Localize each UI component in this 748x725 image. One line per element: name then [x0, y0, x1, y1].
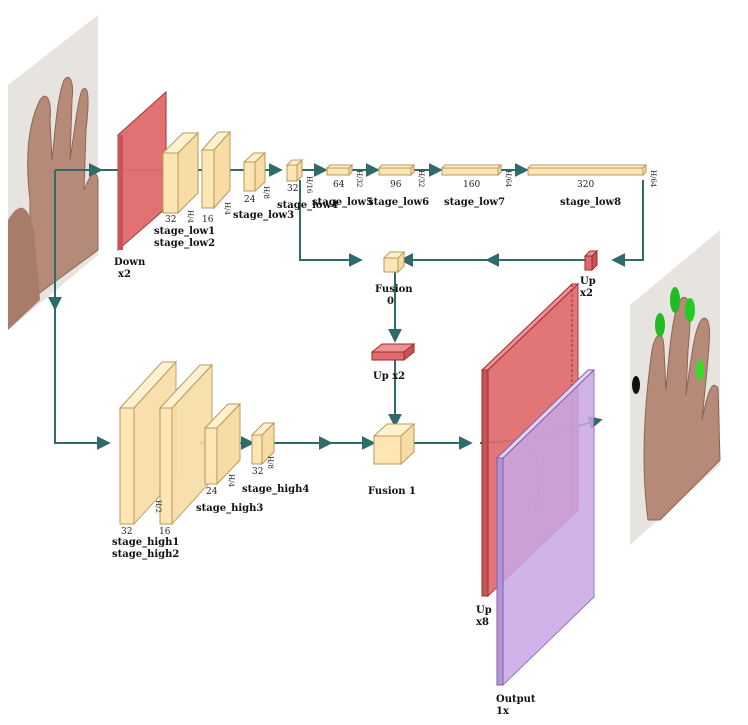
- label-stage-low3: stage_low3: [233, 210, 294, 221]
- label-stage-low8: stage_low8: [560, 197, 621, 208]
- dim-high4: 32: [252, 467, 263, 477]
- label-stage-low4: stage_low4: [277, 200, 338, 211]
- stage-low5-block: [325, 163, 354, 177]
- dim-high1: 32: [121, 527, 132, 537]
- stage-low1-block: [161, 131, 200, 215]
- fusion0-block: [382, 250, 406, 274]
- dim-high3: 24: [206, 487, 218, 497]
- output-block: [495, 368, 596, 687]
- dim-low7: 160: [463, 180, 480, 190]
- dim-low4: 32: [287, 184, 298, 194]
- stage-low8-block: [526, 163, 648, 177]
- label-stage-high1: stage_high1: [112, 537, 179, 548]
- label-up-final: Up: [476, 605, 492, 616]
- stage-low4-block: [285, 158, 304, 183]
- ratio-high3: H/4: [227, 474, 235, 487]
- label-stage-low6: stage_low6: [368, 197, 429, 208]
- label-output: Output: [496, 694, 536, 705]
- ratio-low8: H/64: [649, 170, 657, 188]
- stage-high4-block: [250, 421, 276, 466]
- ratio-low4: H/16: [305, 176, 313, 194]
- dim-low8: 320: [577, 180, 594, 190]
- label-fusion0: Fusion: [375, 284, 413, 295]
- label-stage-high4: stage_high4: [242, 484, 309, 495]
- ratio-low1: H/4: [186, 210, 194, 223]
- label-down-scale: x2: [118, 269, 131, 280]
- fusion1-block: [372, 422, 416, 466]
- label-stage-low2: stage_low2: [154, 238, 215, 249]
- label-fusion0-index: 0: [387, 296, 394, 307]
- label-stage-low1: stage_low1: [154, 226, 215, 237]
- up-x2-low-block: [583, 249, 599, 272]
- dim-low6: 96: [390, 180, 402, 190]
- stage-low6-block: [377, 163, 416, 177]
- label-stage-high3: stage_high3: [196, 503, 263, 514]
- ratio-low6: H/32: [417, 170, 425, 187]
- dim-low1: 32: [165, 215, 176, 225]
- dim-high2: 16: [159, 527, 171, 537]
- label-stage-high2: stage_high2: [112, 549, 179, 560]
- stage-low2-block: [200, 130, 232, 210]
- stage-low3-block: [242, 151, 267, 193]
- dim-low5: 64: [333, 180, 345, 190]
- label-stage-low5: stage_low5: [312, 197, 373, 208]
- label-fusion1: Fusion 1: [368, 486, 416, 497]
- label-stage-low7: stage_low7: [444, 197, 505, 208]
- up-x2-mid-block: [370, 342, 416, 362]
- label-up-low-scale: x2: [580, 288, 593, 299]
- input-hand-image: [8, 15, 99, 330]
- label-output-scale: 1x: [496, 706, 510, 717]
- stage-high3-block: [203, 402, 242, 486]
- ratio-high2: H/2: [154, 500, 162, 513]
- stage-high2-block: [158, 363, 214, 526]
- dim-low2: 16: [202, 215, 214, 225]
- label-up-final-scale: x8: [476, 617, 489, 628]
- label-down: Down: [114, 257, 146, 268]
- ratio-low3: H/8: [262, 186, 270, 199]
- dim-low3: 24: [244, 195, 256, 205]
- label-up-low: Up: [580, 276, 596, 287]
- output-hand-image: [630, 230, 721, 545]
- label-up-mid: Up x2: [373, 371, 405, 382]
- ratio-low2: H/4: [223, 202, 231, 215]
- ratio-low7: H/64: [504, 170, 512, 188]
- stage-low7-block: [440, 163, 503, 177]
- ratio-low5: H/32: [355, 170, 363, 187]
- ratio-high4: H/8: [266, 456, 274, 469]
